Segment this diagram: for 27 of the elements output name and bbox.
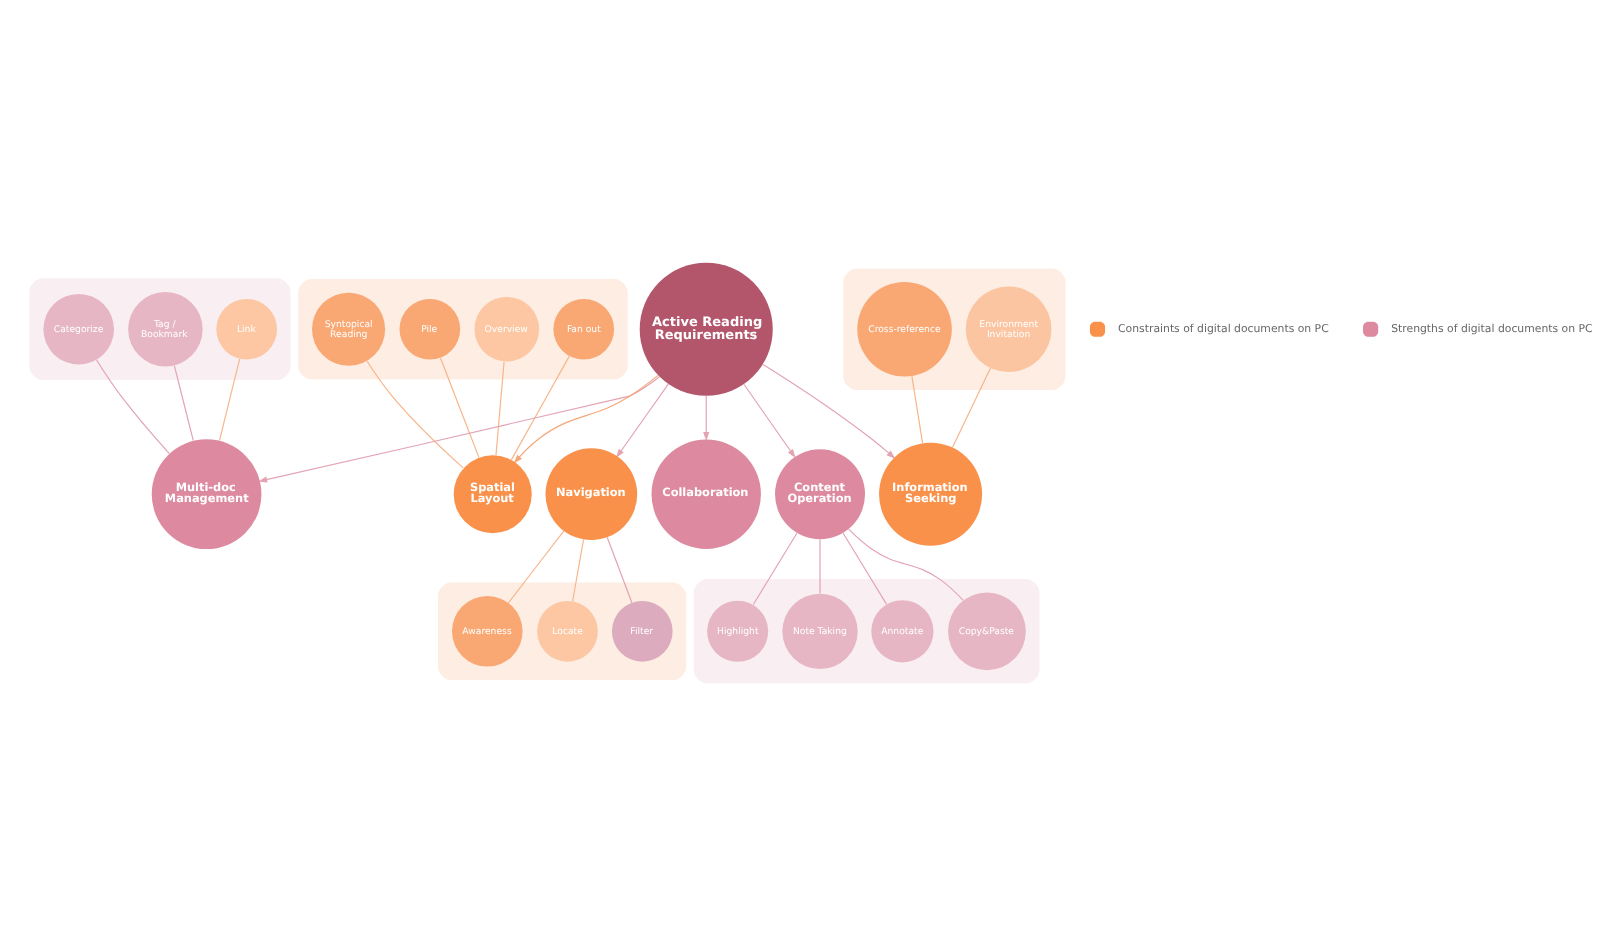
connector	[366, 359, 464, 468]
cluster	[29, 277, 291, 380]
connector	[951, 366, 992, 448]
arrow	[703, 394, 710, 440]
connector	[819, 537, 821, 594]
cluster	[693, 578, 1040, 683]
arrow	[258, 375, 660, 482]
connector	[572, 537, 585, 601]
connector	[752, 531, 798, 605]
connector	[911, 374, 924, 443]
connector	[218, 357, 241, 441]
connector	[507, 529, 565, 603]
cluster	[437, 581, 687, 680]
connector	[842, 531, 888, 604]
arrow	[513, 373, 659, 463]
cluster	[298, 277, 628, 379]
connector	[510, 354, 570, 460]
connector	[848, 527, 964, 600]
arrow	[743, 382, 796, 458]
connector	[606, 535, 633, 603]
arrow	[762, 362, 896, 458]
connector	[95, 358, 170, 454]
cluster	[843, 267, 1066, 389]
connector	[173, 364, 194, 441]
arrow	[616, 382, 669, 457]
connector	[495, 360, 505, 455]
connector	[439, 356, 480, 457]
